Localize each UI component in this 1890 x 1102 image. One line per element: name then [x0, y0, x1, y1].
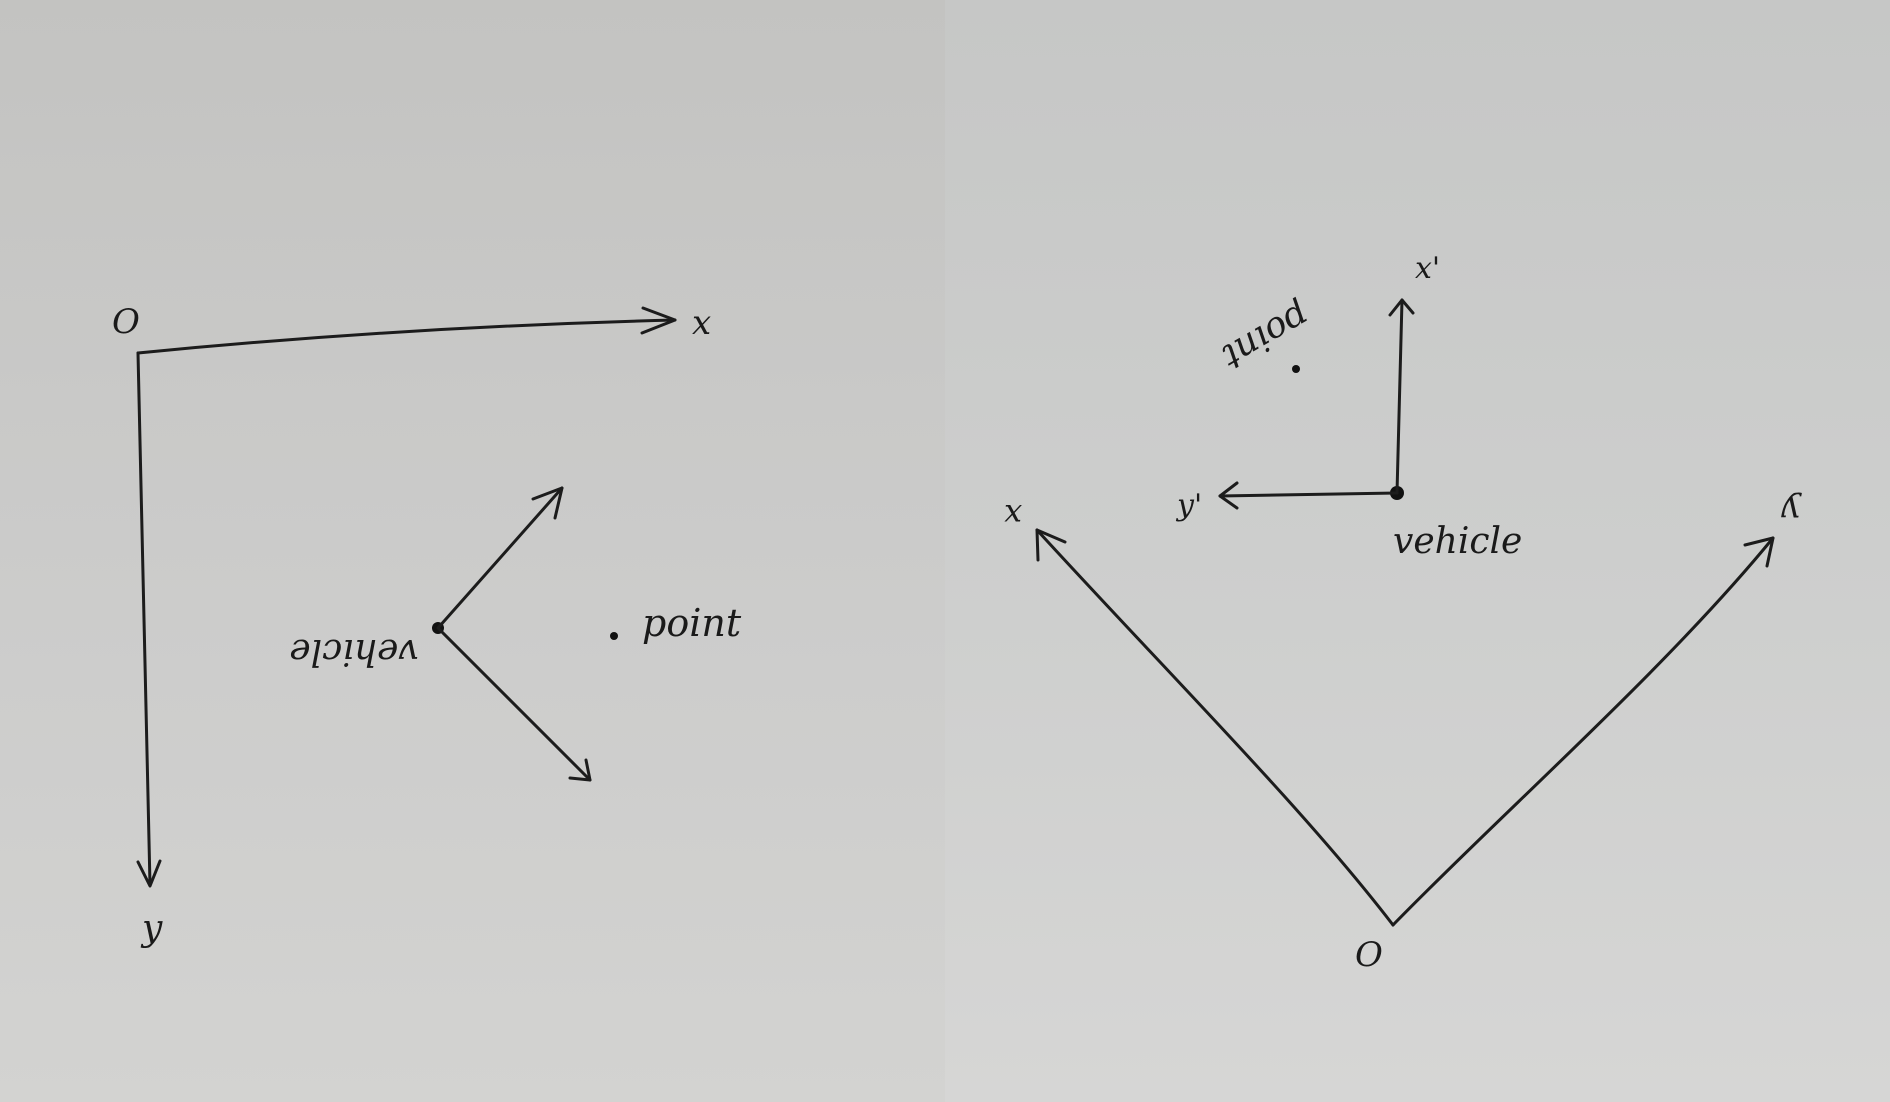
left-point-label: point: [642, 601, 742, 645]
left-x-axis-label: x: [692, 303, 711, 343]
left-x-axis: [136, 318, 677, 355]
right-right-axis: [1391, 536, 1775, 927]
left-sketch-drawing: O x y vehicle point: [112, 302, 742, 949]
right-vehicle-x-axis-arrowhead: [1388, 298, 1415, 317]
right-vehicle-y-axis: [1218, 491, 1399, 498]
right-vehicle-y-axis-arrowhead: [1218, 481, 1239, 510]
right-right-axis-label: y: [1781, 491, 1803, 531]
left-origin-label: O: [112, 302, 140, 342]
right-vehicle-label: vehicle: [1393, 521, 1522, 562]
right-point-label: point: [1214, 295, 1316, 378]
right-left-axis: [1035, 528, 1395, 927]
right-origin-label: O: [1355, 935, 1383, 975]
left-vehicle-axis-lower: [436, 626, 592, 782]
left-sketch-panel: O x y vehicle point: [0, 0, 945, 1102]
left-x-axis-arrowhead: [640, 306, 677, 335]
left-point-dot: [610, 632, 618, 640]
left-vehicle-label: vehicle: [289, 631, 418, 672]
left-y-axis: [136, 351, 152, 887]
right-vehicle-x-axis-label: x': [1415, 251, 1440, 286]
right-right-axis-arrowhead: [1743, 536, 1775, 568]
left-vehicle-axis-upper: [436, 486, 564, 630]
left-y-axis-label: y: [140, 908, 163, 949]
left-vehicle-axis-upper-arrowhead: [531, 486, 564, 520]
right-sketch-drawing: O x y x' y' vehicle point: [1004, 251, 1803, 975]
right-sketch-panel: O x y x' y' vehicle point: [945, 0, 1890, 1102]
right-point-dot: [1292, 365, 1300, 373]
left-y-axis-arrowhead: [136, 859, 162, 888]
right-vehicle-x-axis: [1395, 298, 1404, 495]
right-vehicle-y-axis-label: y': [1175, 488, 1202, 523]
right-left-axis-arrowhead: [1035, 528, 1067, 562]
left-vehicle-axis-lower-arrowhead: [568, 758, 592, 782]
right-left-axis-label: x: [1004, 497, 1022, 535]
